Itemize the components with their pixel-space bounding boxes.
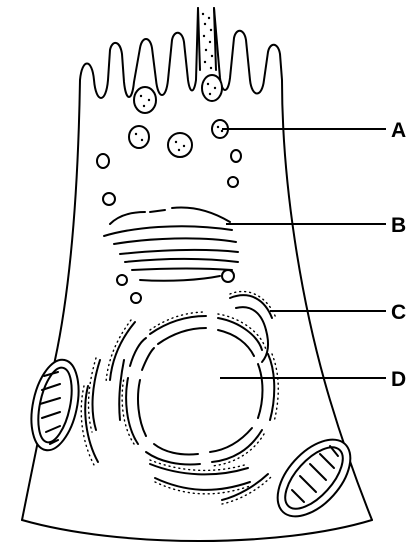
secretory-vesicle-apex <box>202 75 222 101</box>
secretion-dots <box>202 13 213 69</box>
cell-base <box>22 520 372 541</box>
mitochondrion-left <box>24 355 86 454</box>
label-d: D <box>391 368 406 391</box>
secretory-vesicles <box>97 87 241 205</box>
nuclear-envelope-ribosomes <box>122 312 278 466</box>
secretion-channel <box>198 8 216 70</box>
golgi-apparatus <box>104 208 238 281</box>
golgi-vesicles <box>117 270 234 303</box>
rough-endoplasmic-reticulum <box>85 295 272 500</box>
mitochondrion-right <box>264 426 364 529</box>
label-c: C <box>391 301 406 324</box>
label-b: B <box>391 214 406 237</box>
label-a: A <box>391 119 406 142</box>
nucleus <box>126 316 274 465</box>
